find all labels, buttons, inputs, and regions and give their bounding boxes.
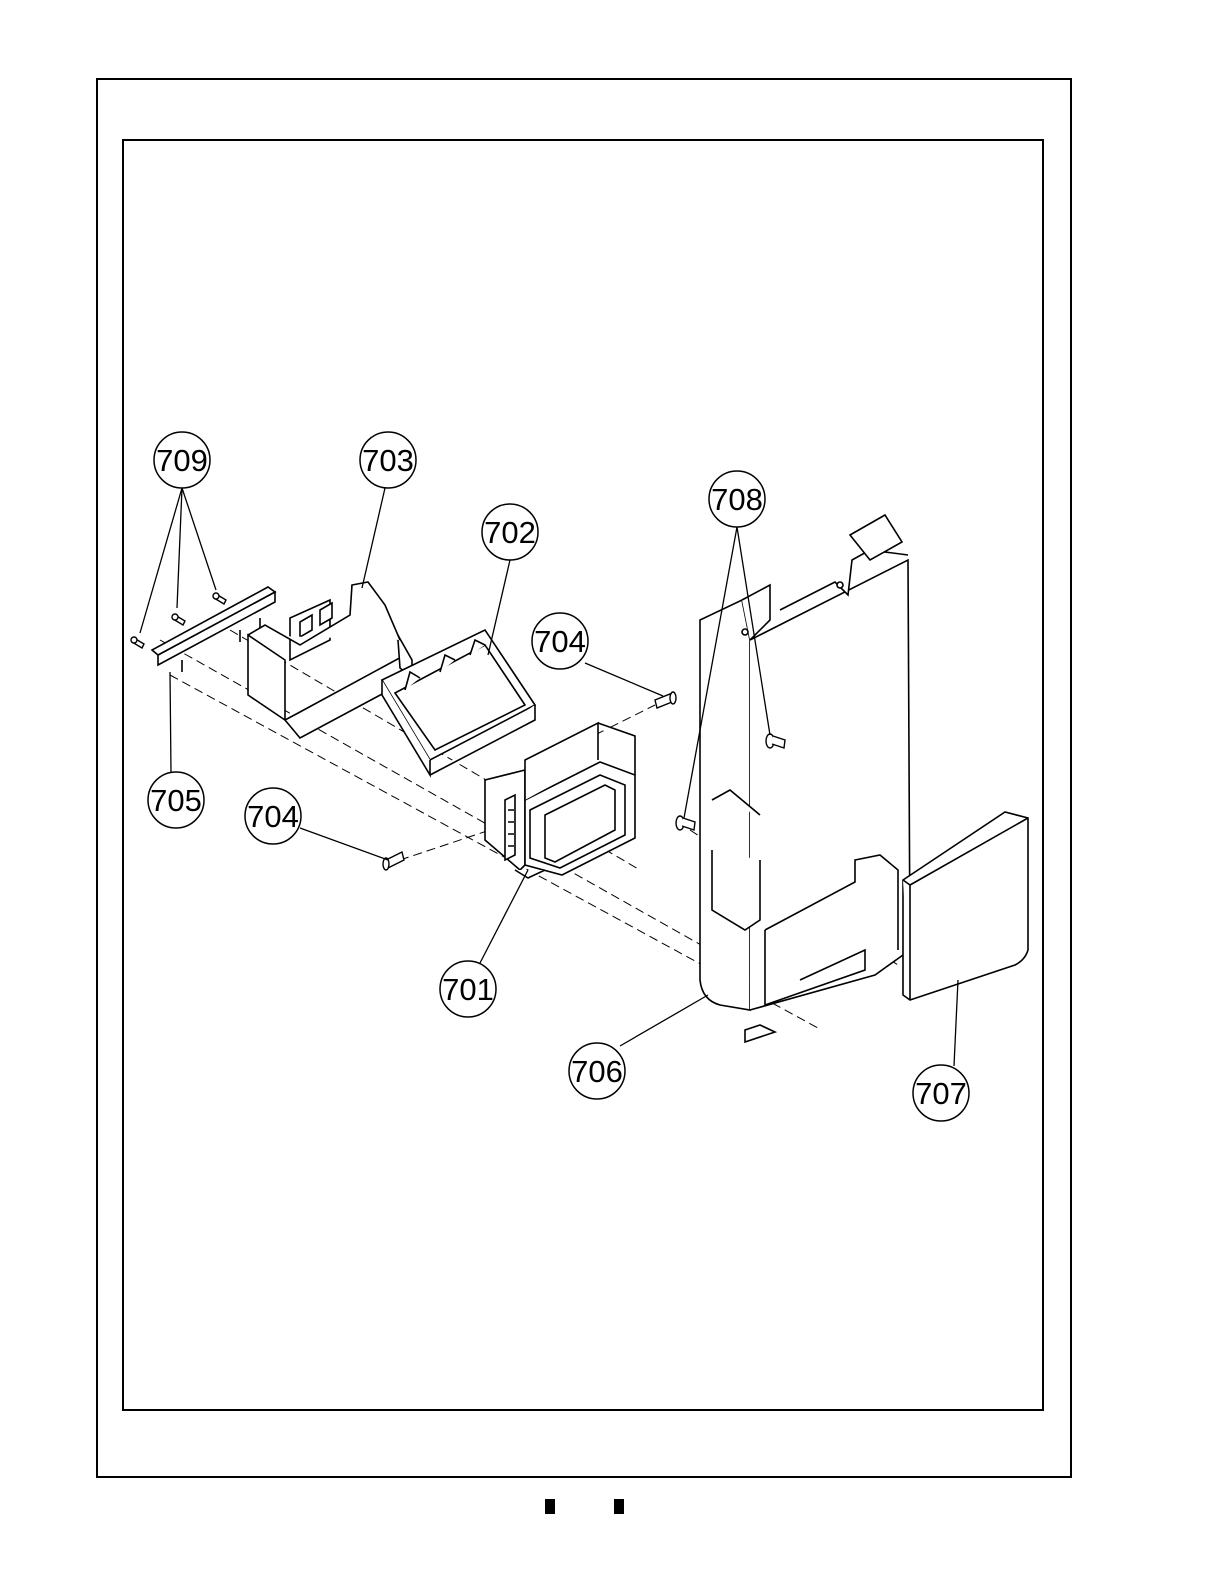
callout-704-top-label: 704 [534, 624, 586, 659]
callout-704-left: 704 [245, 788, 301, 844]
callout-702: 702 [482, 504, 538, 560]
callout-704-left-label: 704 [247, 799, 299, 834]
lid-707 [903, 812, 1028, 1000]
page-mark-left [545, 1499, 555, 1514]
callout-706: 706 [569, 1043, 625, 1099]
callout-705: 705 [148, 772, 204, 828]
callout-702-label: 702 [484, 515, 536, 550]
callout-701-label: 701 [442, 972, 494, 1007]
page-mark-right [614, 1499, 624, 1514]
callout-708: 708 [709, 471, 765, 527]
cover-703 [248, 582, 412, 738]
callout-704-top: 704 [532, 613, 588, 669]
housing-701 [485, 723, 635, 878]
callout-707-label: 707 [915, 1076, 967, 1111]
callout-709: 709 [154, 432, 210, 488]
callout-703-label: 703 [362, 443, 414, 478]
callout-709-label: 709 [156, 443, 208, 478]
callout-708-label: 708 [711, 482, 763, 517]
callout-706-label: 706 [571, 1054, 623, 1089]
callout-701: 701 [440, 961, 496, 1017]
callout-705-label: 705 [150, 783, 202, 818]
callout-703: 703 [360, 432, 416, 488]
callout-707: 707 [913, 1065, 969, 1121]
chassis-706 [700, 515, 910, 1042]
